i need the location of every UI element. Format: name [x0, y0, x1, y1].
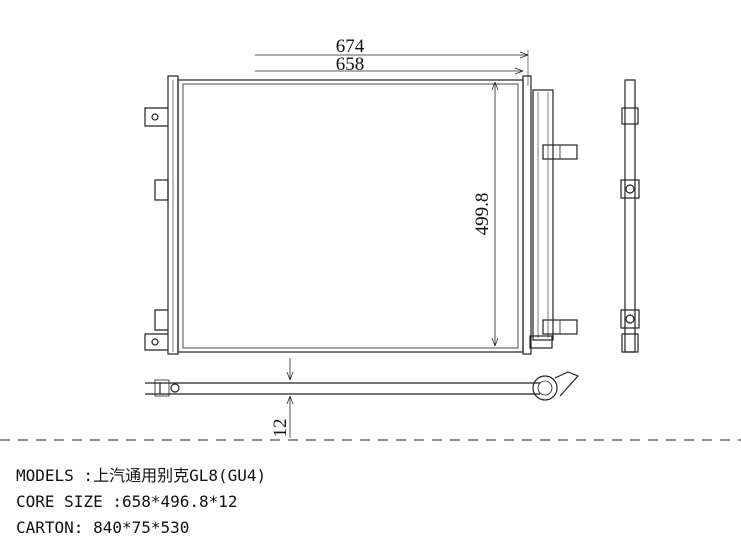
- receiver-drier: [532, 89, 554, 341]
- dim-label-674: 674: [336, 36, 365, 57]
- left-tank: [167, 75, 179, 355]
- bracket-hole-icon: [151, 113, 159, 121]
- side-bracket-bottom: [621, 333, 639, 353]
- models-line: MODELS :上汽通用别克GL8(GU4): [16, 466, 267, 485]
- fitting-icon: [625, 184, 635, 194]
- side-fitting-lower: [620, 309, 640, 329]
- dim-label-12: 12: [270, 419, 291, 438]
- top-view-bracket: [145, 382, 161, 395]
- bracket-left-mid: [154, 179, 169, 201]
- core-size-line: CORE SIZE :658*496.8*12: [16, 492, 238, 511]
- core-inner: [182, 83, 519, 349]
- drier-end-icon: [532, 375, 558, 401]
- right-tank: [522, 75, 532, 355]
- pipe-icon: [170, 383, 180, 393]
- bracket-left-bottom: [144, 333, 168, 351]
- bracket-left-lower: [154, 309, 168, 331]
- fitting-icon: [625, 314, 635, 324]
- side-bracket-top: [621, 107, 639, 125]
- bracket-left-top: [144, 107, 168, 127]
- side-fitting: [620, 179, 640, 199]
- bracket-hole-icon: [151, 338, 159, 346]
- drier-cap: [529, 335, 553, 349]
- dim-label-499: 499.8: [472, 193, 493, 236]
- dim-label-658: 658: [336, 54, 365, 75]
- side-view: [624, 79, 636, 353]
- carton-line: CARTON: 840*75*530: [16, 518, 190, 537]
